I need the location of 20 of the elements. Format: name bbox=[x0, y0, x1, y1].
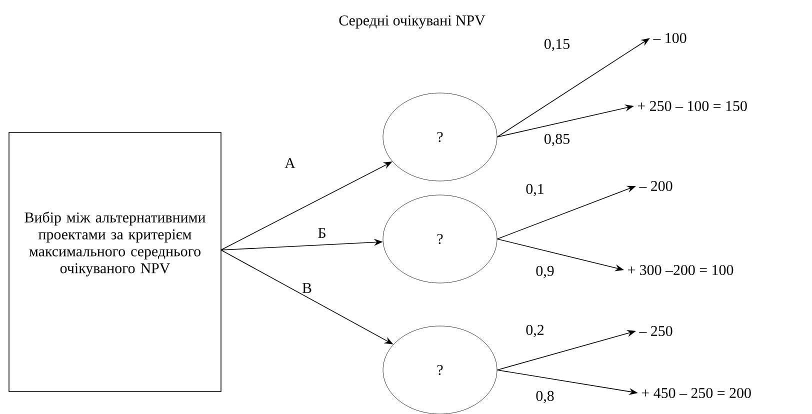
edge-label: 0,15 bbox=[544, 38, 570, 52]
heading: Середні очікувані NPV bbox=[339, 15, 486, 29]
edge-label: 0,9 bbox=[536, 266, 554, 278]
edge-label: 0,85 bbox=[544, 134, 570, 146]
chance-node: ? bbox=[382, 194, 498, 284]
outcome-value: – 250 bbox=[639, 326, 672, 336]
chance-node: ? bbox=[382, 92, 498, 182]
outcome-value: + 450 – 250 = 200 bbox=[642, 388, 751, 398]
edge-label: 0,8 bbox=[536, 390, 554, 404]
edge-label: А bbox=[284, 158, 296, 168]
outcome-value: – 100 bbox=[653, 32, 686, 44]
chance-node: ? bbox=[382, 326, 498, 414]
edge-label: В bbox=[302, 283, 312, 293]
edge-label: Б bbox=[318, 228, 326, 238]
edge-label: 0,1 bbox=[526, 184, 544, 196]
outcome-value: + 250 – 100 = 150 bbox=[638, 100, 747, 112]
outcome-value: + 300 –200 = 100 bbox=[628, 264, 734, 276]
edge-label: 0,2 bbox=[526, 324, 544, 338]
outcome-value: – 200 bbox=[639, 180, 672, 192]
decision-box: Вибір між альтернативними проектами за критерієм максимального середнього очікуваного NPV bbox=[8, 132, 222, 392]
